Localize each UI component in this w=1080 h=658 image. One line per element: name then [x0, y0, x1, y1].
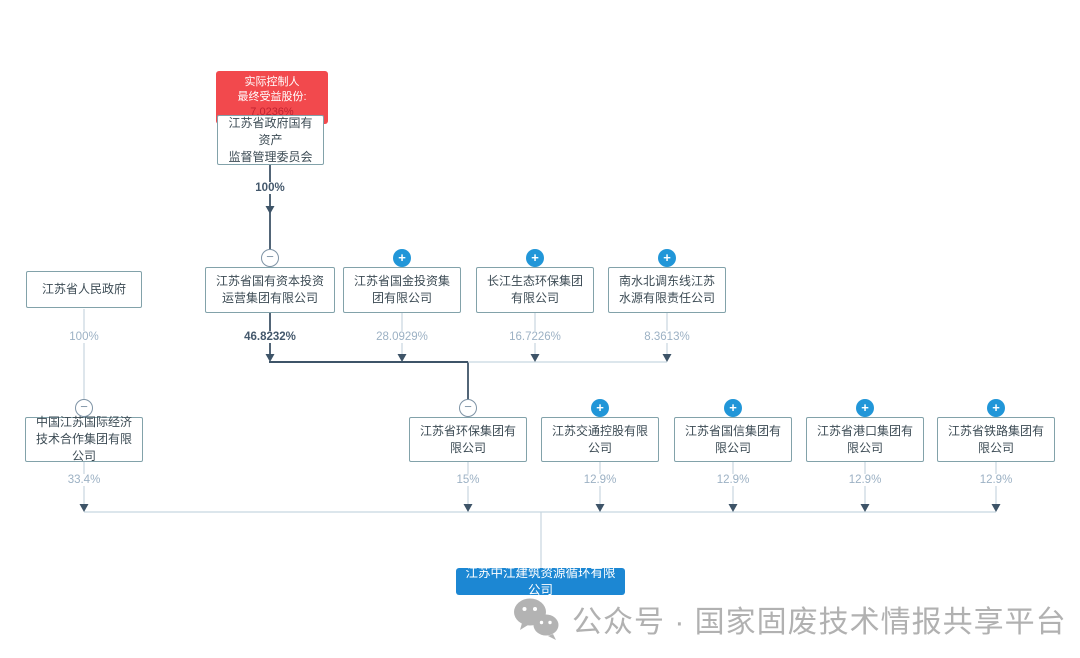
plus-icon[interactable]: +: [724, 399, 742, 417]
company-node-guojin-investment-group[interactable]: 江苏省国金投资集团有限公司: [343, 267, 461, 313]
company-node-guoxin-group[interactable]: 江苏省国信集团有限公司: [674, 417, 792, 462]
company-node-environmental-group[interactable]: 江苏省环保集团有限公司: [409, 417, 527, 462]
company-name: 江苏中江建筑资源循环有限公司: [465, 565, 616, 597]
ownership-percent: 33.4%: [64, 474, 104, 486]
ownership-percent: 8.3613%: [641, 331, 693, 343]
controller-label: 实际控制人: [244, 76, 300, 88]
company-name: 江苏省国金投资集团有限公司: [353, 274, 450, 305]
ownership-percent: 100%: [66, 331, 102, 343]
company-name: 江苏省政府国有资产 监督管理委员会: [228, 115, 313, 164]
plus-icon[interactable]: +: [658, 249, 676, 267]
ownership-percent: 12.9%: [580, 474, 620, 486]
minus-icon[interactable]: −: [75, 399, 93, 417]
company-node-water-source-co[interactable]: 南水北调东线江苏水源有限责任公司: [608, 267, 726, 313]
plus-icon[interactable]: +: [987, 399, 1005, 417]
watermark: 公众号 · 国家固废技术情报共享平台: [512, 596, 1067, 642]
company-node-sasac[interactable]: 江苏省政府国有资产 监督管理委员会: [217, 115, 324, 165]
ownership-percent: 16.7226%: [506, 331, 564, 343]
plus-icon[interactable]: +: [526, 249, 544, 267]
ownership-percent: 12.9%: [713, 474, 753, 486]
company-name: 江苏省环保集团有限公司: [419, 423, 516, 455]
company-node-jiangsu-international-group[interactable]: 中国江苏国际经济技术合作集团有限公司: [25, 415, 143, 463]
plus-icon[interactable]: +: [856, 399, 874, 417]
ownership-percent: 12.9%: [845, 474, 885, 486]
company-node-port-group[interactable]: 江苏省港口集团有限公司: [806, 417, 924, 462]
ownership-percent: 46.8232%: [241, 331, 299, 343]
plus-icon[interactable]: +: [393, 249, 411, 267]
company-name: 江苏省铁路集团有限公司: [947, 423, 1044, 455]
company-name: 长江生态环保集团有限公司: [486, 274, 583, 305]
ownership-percent: 100%: [252, 182, 288, 194]
watermark-text: 公众号 · 国家固废技术情报共享平台: [572, 606, 1067, 639]
wechat-icon: [514, 598, 559, 640]
company-node-state-capital-investment-group[interactable]: 江苏省国有资本投资运营集团有限公司: [205, 267, 335, 313]
company-name: 江苏省国有资本投资运营集团有限公司: [215, 274, 324, 305]
company-name: 江苏省港口集团有限公司: [816, 423, 913, 455]
plus-icon[interactable]: +: [591, 399, 609, 417]
company-node-provincial-government[interactable]: 江苏省人民政府: [26, 271, 142, 308]
ownership-percent: 28.0929%: [373, 331, 431, 343]
company-node-railway-group[interactable]: 江苏省铁路集团有限公司: [937, 417, 1055, 462]
company-name: 江苏省人民政府: [41, 282, 126, 296]
company-name: 江苏交通控股有限公司: [551, 423, 648, 455]
company-name: 江苏省国信集团有限公司: [684, 423, 781, 455]
minus-icon[interactable]: −: [261, 249, 279, 267]
ownership-percent: 12.9%: [976, 474, 1016, 486]
ownership-percent: 15%: [453, 474, 483, 486]
beneficial-share-label: 最终受益股份:: [237, 91, 307, 103]
company-name: 中国江苏国际经济技术合作集团有限公司: [35, 415, 132, 463]
company-node-communications-holding[interactable]: 江苏交通控股有限公司: [541, 417, 659, 462]
company-name: 南水北调东线江苏水源有限责任公司: [618, 274, 715, 305]
company-node-yangtze-eco-group[interactable]: 长江生态环保集团有限公司: [476, 267, 594, 313]
company-node-target[interactable]: 江苏中江建筑资源循环有限公司: [456, 566, 625, 597]
minus-icon[interactable]: −: [459, 399, 477, 417]
